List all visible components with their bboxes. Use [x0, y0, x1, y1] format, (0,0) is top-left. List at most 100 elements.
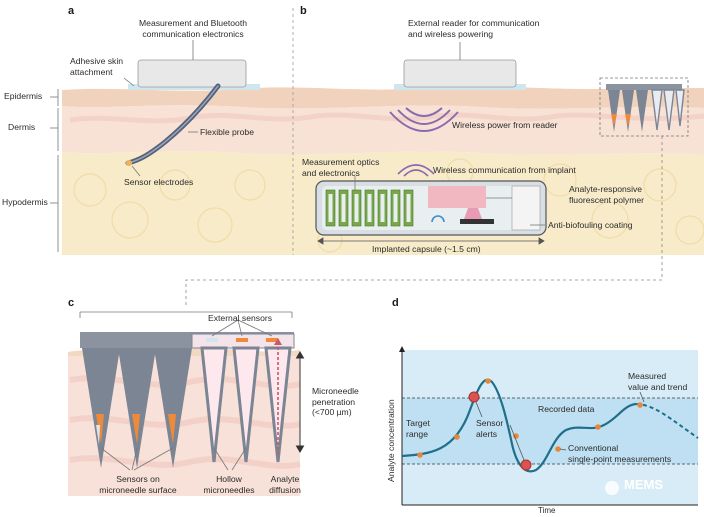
wireless-comm-label: Wireless communication from implant: [433, 165, 576, 175]
penetration-label-line3: (<700 µm): [312, 407, 352, 417]
dermis-label: Dermis: [8, 122, 36, 132]
adhesive-label-line1: Adhesive skin: [70, 56, 124, 66]
external-sensors-label: External sensors: [208, 313, 273, 323]
hypodermis-label: Hypodermis: [2, 197, 48, 207]
point-measurements: [417, 378, 643, 458]
optics-board: [460, 219, 494, 224]
optics-label: Measurement optics and electronics: [302, 157, 379, 178]
measured-label-line2: value and trend: [628, 381, 688, 392]
measured-label: Measured value and trend: [628, 371, 687, 392]
watermark-icon: [605, 481, 619, 495]
hollow-label: Hollow microneedles: [196, 474, 262, 495]
inset-hollow-needles: [651, 89, 685, 131]
coating-label: Anti-biofouling coating: [548, 220, 633, 230]
hollow-label-line2: microneedles: [203, 484, 255, 495]
electronics-box: [137, 59, 247, 88]
layer-brackets: [50, 89, 59, 252]
c-solid-needles: [82, 348, 192, 468]
probe-label: Flexible probe: [200, 127, 254, 137]
panel-b-device: [315, 42, 689, 245]
reader-label: External reader for communication and wi…: [408, 18, 539, 39]
dermis-texture: [69, 112, 704, 124]
capsule-leaders: [354, 176, 545, 226]
surface-sensors-label: Sensors on microneedle surface: [88, 474, 188, 495]
penetration-label-line1: Microneedle: [312, 386, 359, 396]
penetration-label: Microneedle penetration (<700 µm): [312, 386, 359, 418]
c-hollow-needles: [200, 346, 292, 463]
alerts-label: Sensor alerts: [476, 418, 503, 439]
inset-connector: [185, 136, 663, 306]
d-leaders: [475, 391, 645, 461]
diffusion-label-line2: diffusion: [269, 484, 301, 495]
c-external-sensors: [206, 338, 278, 342]
panel-d-chart: [399, 346, 699, 506]
hollow-label-line1: Hollow: [216, 474, 242, 484]
inset-tips: [611, 114, 631, 126]
target-label-line1: Target: [406, 418, 430, 428]
electrodes-label: Sensor electrodes: [124, 177, 194, 187]
inset-frame: [599, 77, 689, 137]
panel-label-d: d: [392, 297, 399, 309]
surface-sensors-line2: microneedle surface: [99, 484, 177, 495]
panel-a-device: [123, 40, 260, 177]
adhesive-leader: [123, 77, 135, 87]
photodiode: [431, 215, 445, 223]
capsule-label: Implanted capsule (~1.5 cm): [372, 244, 481, 254]
electronics-label-line1: Measurement and Bluetooth: [139, 18, 247, 28]
optics-label-line2: and electronics: [302, 167, 360, 178]
d-ylabel: Analyte concentration: [386, 399, 396, 482]
polymer-label-line2: fluorescent polymer: [569, 194, 644, 205]
optics-label-line1: Measurement optics: [302, 157, 380, 167]
conventional-label-line1: Conventional: [568, 443, 619, 453]
c-needle-tips: [96, 425, 100, 445]
electronics-label: Measurement and Bluetooth communication …: [128, 18, 258, 39]
pcb-slots: [328, 194, 411, 222]
sensor-electrode: [126, 160, 132, 166]
electrode-leader: [131, 165, 141, 177]
conventional-label-line2: single-point measurements: [568, 453, 672, 464]
watermark-text: MEMS: [624, 477, 663, 492]
surface-sensors-line1: Sensors on: [116, 474, 160, 484]
power-waves: [389, 107, 459, 132]
electronics-label-line2: communication electronics: [142, 28, 244, 39]
reader-box: [403, 59, 517, 88]
diffusion-label: Analyte diffusion: [262, 474, 308, 495]
panel-label-a: a: [68, 5, 75, 17]
reader-label-line1: External reader for communication: [408, 18, 540, 28]
conventional-label: Conventional single-point measurements: [568, 443, 671, 464]
inset-base: [606, 84, 682, 90]
penetration-label-line2: penetration: [312, 396, 356, 407]
polymer-label-line1: Analyte-responsive: [569, 184, 643, 194]
adhesive-label: Adhesive skin attachment: [70, 56, 123, 77]
alerts-label-line1: Sensor: [476, 418, 504, 428]
epidermis-label: Epidermis: [4, 91, 43, 101]
inset-needles: [608, 90, 648, 132]
target-label: Target range: [406, 418, 430, 439]
penetration-bracket: [295, 351, 305, 453]
panel-c: [68, 311, 305, 496]
comm-waves: [397, 164, 435, 177]
target-band: [402, 398, 698, 464]
adhesive-label-line2: attachment: [70, 66, 113, 77]
probe-highlight: [127, 85, 219, 164]
sensor-alerts: [468, 391, 532, 471]
epidermis-layer: [62, 86, 704, 109]
fluorescent-polymer: [428, 186, 486, 208]
diffusion-label-line1: Analyte: [270, 474, 300, 484]
polymer-label: Analyte-responsive fluorescent polymer: [569, 184, 644, 205]
light-cone: [464, 208, 482, 219]
measured-label-line1: Measured: [628, 371, 667, 381]
d-xlabel: Time: [538, 506, 556, 515]
anti-biofouling-cap: [511, 185, 541, 231]
c-needle-sensors: [96, 414, 176, 444]
wireless-power-label: Wireless power from reader: [452, 120, 558, 130]
capsule-dimension: [317, 237, 545, 245]
fat-cells: [73, 158, 704, 253]
recorded-label: Recorded data: [538, 404, 595, 414]
target-label-line2: range: [406, 428, 428, 439]
panel-label-b: b: [300, 5, 307, 17]
trend-curve: [635, 403, 699, 439]
reader-label-line2: and wireless powering: [408, 28, 494, 39]
panel-label-c: c: [68, 297, 75, 309]
